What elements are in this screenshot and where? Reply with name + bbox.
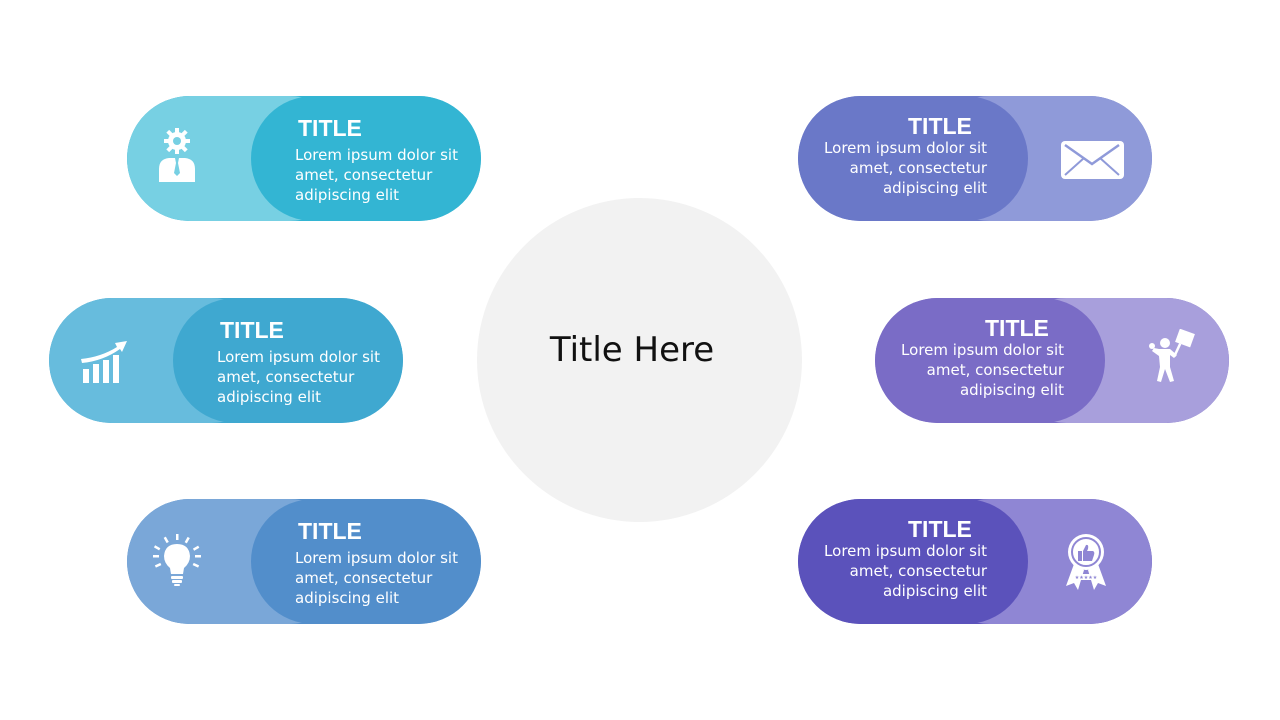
item-band: [875, 298, 1105, 423]
item-card-6: ★★★★★ TITLE Lorem ipsum dolor sit amet, …: [798, 499, 1152, 624]
item-text-line: Lorem ipsum dolor sit: [295, 146, 458, 164]
item-title: TITLE: [908, 516, 972, 542]
item-text-line: Lorem ipsum dolor sit: [824, 542, 987, 560]
item-band: [251, 96, 481, 221]
item-text-line: adipiscing elit: [295, 186, 400, 204]
item-text-line: adipiscing elit: [882, 179, 987, 197]
item-card-5: TITLE Lorem ipsum dolor sit amet, consec…: [875, 298, 1229, 423]
item-card-4: TITLE Lorem ipsum dolor sit amet, consec…: [798, 96, 1152, 221]
item-card-3: TITLE Lorem ipsum dolor sit amet, consec…: [127, 499, 481, 624]
growth-chart-icon: [73, 329, 137, 393]
item-text-line: adipiscing elit: [217, 388, 322, 406]
item-text: Lorem ipsum dolor sit amet, consectetur …: [798, 138, 987, 198]
item-text-line: Lorem ipsum dolor sit: [901, 341, 1064, 359]
center-title: Title Here: [549, 330, 715, 370]
item-text: Lorem ipsum dolor sit amet, consectetur …: [217, 347, 403, 407]
lightbulb-icon: [145, 530, 209, 594]
item-band: [251, 499, 481, 624]
item-text-line: adipiscing elit: [882, 582, 987, 600]
item-band: [798, 499, 1028, 624]
item-text-line: Lorem ipsum dolor sit: [824, 139, 987, 157]
item-card-2: TITLE Lorem ipsum dolor sit amet, consec…: [49, 298, 403, 423]
item-band: [173, 298, 403, 423]
item-text-line: amet, consectetur: [295, 166, 433, 184]
item-text-line: amet, consectetur: [849, 562, 987, 580]
item-title: TITLE: [908, 113, 972, 139]
item-title: TITLE: [298, 518, 362, 544]
item-text-line: amet, consectetur: [926, 361, 1064, 379]
item-text: Lorem ipsum dolor sit amet, consectetur …: [875, 340, 1064, 400]
envelope-icon: [1060, 127, 1124, 191]
person-with-sign-icon: [1137, 329, 1201, 393]
svg-text:★★★★★: ★★★★★: [1075, 575, 1098, 581]
item-text: Lorem ipsum dolor sit amet, consectetur …: [295, 145, 481, 205]
gear-person-icon: [145, 127, 209, 191]
item-title: TITLE: [220, 317, 284, 343]
center-circle: [477, 198, 802, 522]
item-title: TITLE: [985, 315, 1049, 341]
item-text-line: adipiscing elit: [959, 381, 1064, 399]
item-card-1: TITLE Lorem ipsum dolor sit amet, consec…: [127, 96, 481, 221]
item-text: Lorem ipsum dolor sit amet, consectetur …: [798, 541, 987, 601]
item-text-line: adipiscing elit: [295, 589, 400, 607]
item-text-line: amet, consectetur: [295, 569, 433, 587]
item-text-line: amet, consectetur: [849, 159, 987, 177]
award-badge-icon: ★★★★★: [1054, 530, 1118, 594]
item-text: Lorem ipsum dolor sit amet, consectetur …: [295, 548, 481, 608]
item-title: TITLE: [298, 115, 362, 141]
item-band: [798, 96, 1028, 221]
item-text-line: amet, consectetur: [217, 368, 355, 386]
item-text-line: Lorem ipsum dolor sit: [217, 348, 380, 366]
item-text-line: Lorem ipsum dolor sit: [295, 549, 458, 567]
